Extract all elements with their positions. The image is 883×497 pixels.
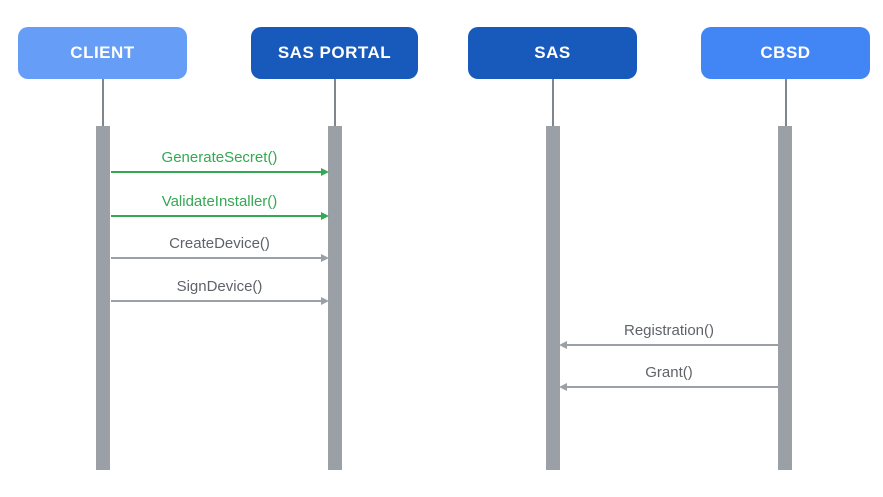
message-label: SignDevice()	[176, 278, 263, 295]
message-label: ValidateInstaller()	[161, 193, 278, 210]
actor-label-cbsd: CBSD	[760, 43, 811, 62]
arrowhead-right-icon	[321, 168, 329, 176]
lifeline-cbsd	[785, 79, 787, 126]
actor-box-sas: SAS	[468, 27, 637, 79]
message-line	[566, 344, 778, 346]
message-line	[111, 257, 322, 259]
message-label: CreateDevice()	[169, 235, 270, 252]
message-line	[111, 215, 322, 217]
message-line	[566, 386, 778, 388]
actor-label-client: CLIENT	[70, 43, 135, 62]
message-line	[111, 300, 322, 302]
message-label: Grant()	[645, 364, 693, 381]
actor-label-sas: SAS	[534, 43, 571, 62]
message-line	[111, 171, 322, 173]
message-label: Registration()	[623, 322, 715, 339]
activation-bar-cbsd	[778, 126, 792, 470]
arrowhead-right-icon	[321, 212, 329, 220]
lifeline-sas-portal	[334, 79, 336, 126]
lifeline-sas	[552, 79, 554, 126]
arrowhead-left-icon	[559, 383, 567, 391]
arrowhead-left-icon	[559, 341, 567, 349]
actor-label-sas-portal: SAS PORTAL	[277, 43, 392, 62]
activation-bar-sas	[546, 126, 560, 470]
activation-bar-client	[96, 126, 110, 470]
message-label: GenerateSecret()	[161, 149, 278, 166]
lifeline-client	[102, 79, 104, 126]
activation-bar-sas-portal	[328, 126, 342, 470]
arrowhead-right-icon	[321, 254, 329, 262]
actor-box-client: CLIENT	[18, 27, 187, 79]
arrowhead-right-icon	[321, 297, 329, 305]
actor-box-cbsd: CBSD	[701, 27, 870, 79]
actor-box-sas-portal: SAS PORTAL	[251, 27, 418, 79]
